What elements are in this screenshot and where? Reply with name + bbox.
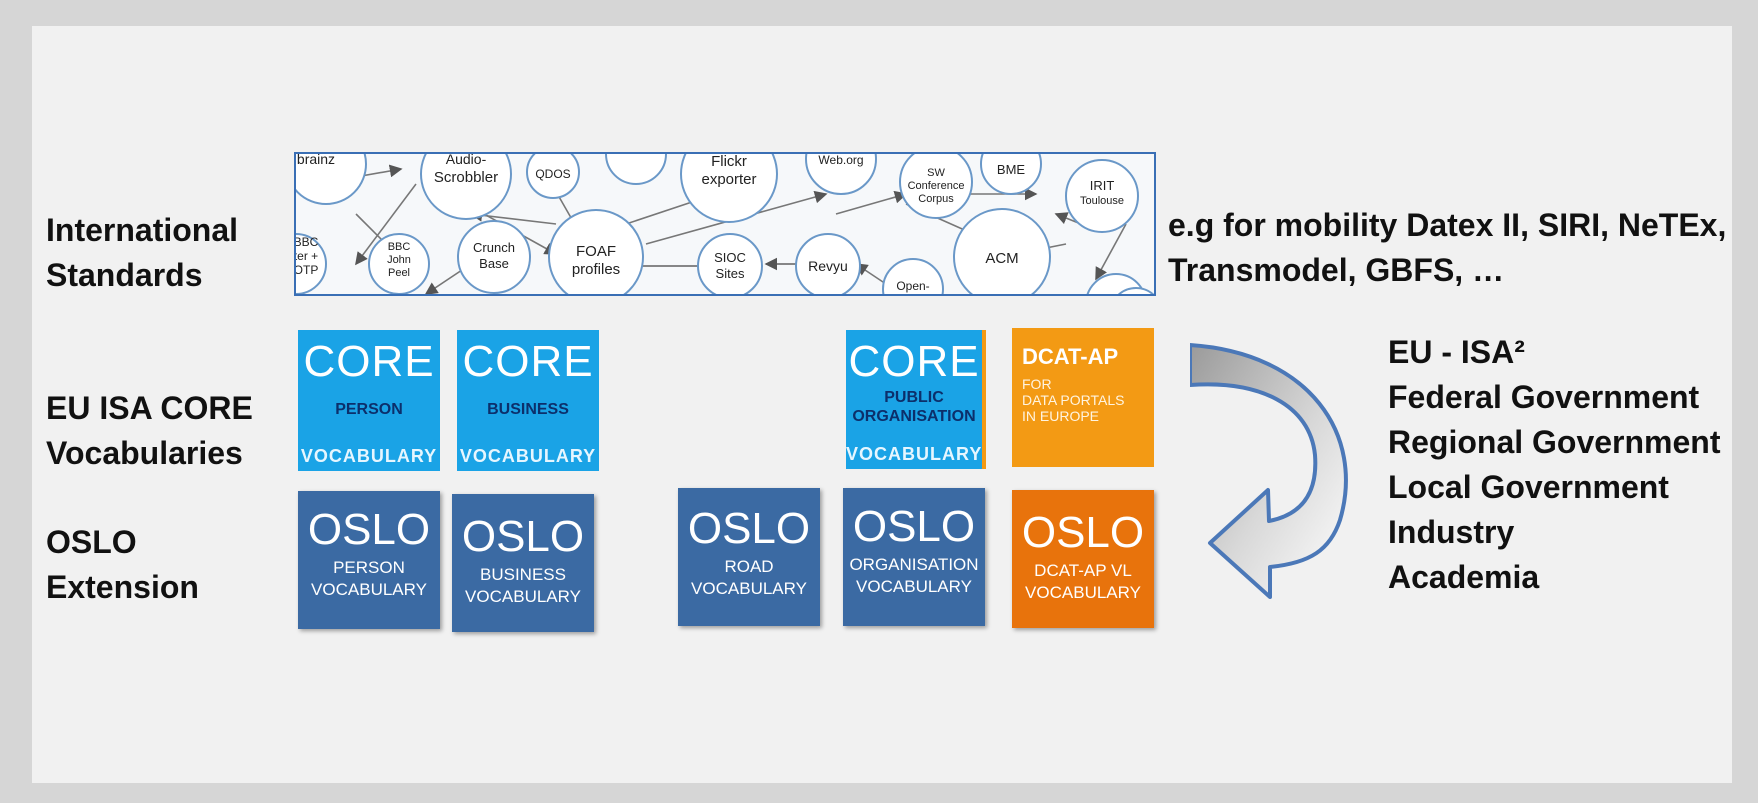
international-note-line2: Transmodel, GBFS, … <box>1168 252 1505 288</box>
node-acm: ACM <box>985 250 1018 267</box>
oslo-person-subtitle: PERSON VOCABULARY <box>311 558 427 599</box>
dcat-ap-tile: DCAT-AP FOR DATA PORTALS IN EUROPE <box>1012 328 1154 467</box>
node-sioc-1: SIOC <box>714 250 746 265</box>
dcat-ap-title: DCAT-AP <box>1022 344 1119 369</box>
core-public-org-subtitle: PUBLIC ORGANISATION <box>852 389 976 425</box>
core-public-organisation-tile: CORE PUBLIC ORGANISATION VOCABULARY <box>846 330 986 469</box>
international-note: e.g for mobility Datex II, SIRI, NeTEx, … <box>1168 203 1726 293</box>
dcat-ap-subtitle: FOR DATA PORTALS IN EUROPE <box>1022 376 1125 424</box>
core-person-tile: CORE PERSON VOCABULARY <box>298 330 440 471</box>
node-sw-1: SW <box>927 167 945 179</box>
stakeholder-regional: Regional Government <box>1388 424 1721 460</box>
oslo-dcat-ap-vl-tile: OSLO DCAT-AP VL VOCABULARY <box>1012 490 1154 628</box>
node-foaf-2: profiles <box>572 261 620 278</box>
oslo-road-title: OSLO <box>687 504 811 553</box>
core-public-org-vocab: VOCABULARY <box>846 444 983 464</box>
linked-data-graph: brainz Audio- Scrobbler QDOS Flickr expo… <box>294 152 1156 296</box>
node-qdos: QDOS <box>535 167 570 181</box>
node-audioscrobbler-1: Audio- <box>446 154 487 167</box>
curved-arrow-icon <box>1190 343 1348 599</box>
oslo-organisation-subtitle: ORGANISATION VOCABULARY <box>849 555 979 596</box>
oslo-person-tile: OSLO PERSON VOCABULARY <box>298 491 440 629</box>
node-revyu: Revyu <box>808 258 848 274</box>
core-person-subtitle: PERSON <box>335 401 403 418</box>
node-bbc-a-2: ter + <box>296 249 318 263</box>
oslo-organisation-title: OSLO <box>852 502 976 551</box>
node-bbc-a-3: OTP <box>296 263 318 277</box>
oslo-road-subtitle: ROAD VOCABULARY <box>691 557 807 598</box>
oslo-dcat-subtitle: DCAT-AP VL VOCABULARY <box>1025 561 1141 602</box>
node-bbc-b-3: Peel <box>388 267 410 279</box>
node-weborg: Web.org <box>818 154 863 167</box>
node-brainz: brainz <box>297 154 335 167</box>
core-person-title: CORE <box>303 337 435 386</box>
node-audioscrobbler-2: Scrobbler <box>434 169 498 186</box>
node-irit-1: IRIT <box>1090 178 1115 193</box>
oslo-person-title: OSLO <box>307 505 431 554</box>
graph-svg: brainz Audio- Scrobbler QDOS Flickr expo… <box>296 154 1154 294</box>
node-sw-2: Conference <box>908 180 965 192</box>
stakeholder-local: Local Government <box>1388 469 1669 505</box>
core-person-vocab: VOCABULARY <box>300 446 438 466</box>
core-business-vocab: VOCABULARY <box>459 446 597 466</box>
stakeholder-list: EU - ISA² Federal Government Regional Go… <box>1388 330 1721 600</box>
node-bbc-b-1: BBC <box>388 241 411 253</box>
label-international-standards: International Standards <box>46 212 239 293</box>
core-public-org-title: CORE <box>848 337 980 386</box>
oslo-road-tile: OSLO ROAD VOCABULARY <box>678 488 820 626</box>
node-bbc-b-2: John <box>387 254 411 266</box>
stakeholder-academia: Academia <box>1388 559 1540 595</box>
oslo-business-title: OSLO <box>461 512 585 561</box>
international-note-line1: e.g for mobility Datex II, SIRI, NeTEx, <box>1168 207 1727 243</box>
core-business-tile: CORE BUSINESS VOCABULARY <box>457 330 599 471</box>
node-flickr-2: exporter <box>701 171 756 188</box>
oslo-dcat-title: OSLO <box>1021 508 1145 557</box>
node-bme: BME <box>997 162 1026 177</box>
oslo-organisation-tile: OSLO ORGANISATION VOCABULARY <box>843 488 985 626</box>
node-sioc-2: Sites <box>716 266 745 281</box>
node-crunch-2: Base <box>479 256 509 271</box>
node-bbc-a-1: BBC <box>296 235 319 249</box>
oslo-business-tile: OSLO BUSINESS VOCABULARY <box>452 494 594 632</box>
node-sw-3: Corpus <box>918 193 954 205</box>
oslo-business-subtitle: BUSINESS VOCABULARY <box>465 565 581 606</box>
stakeholder-industry: Industry <box>1388 514 1515 550</box>
label-oslo-extension: OSLO Extension <box>46 524 199 605</box>
node-flickr-1: Flickr <box>711 154 747 170</box>
node-open: Open- <box>896 279 929 293</box>
node-foaf-1: FOAF <box>576 243 616 260</box>
label-eu-isa-core: EU ISA CORE Vocabularies <box>46 390 253 471</box>
stakeholder-eu-isa: EU - ISA² <box>1388 334 1525 370</box>
core-business-subtitle: BUSINESS <box>487 401 569 418</box>
core-business-title: CORE <box>462 337 594 386</box>
node-irit-2: Toulouse <box>1080 195 1124 207</box>
node-crunch-1: Crunch <box>473 240 515 255</box>
stakeholder-federal: Federal Government <box>1388 379 1700 415</box>
